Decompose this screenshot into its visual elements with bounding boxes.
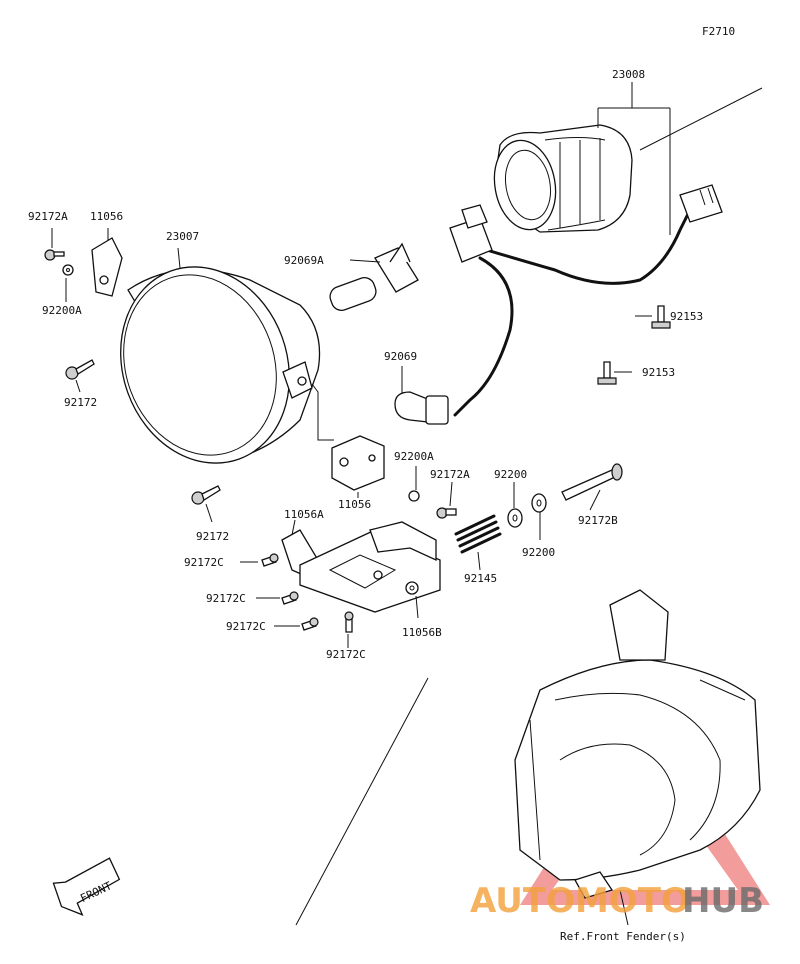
label-92200A-left: 92200A <box>42 304 82 317</box>
bolt-92153-b <box>597 361 617 385</box>
bracket-11056B <box>405 581 419 595</box>
front-direction-arrow: FRONT <box>52 857 121 916</box>
headlight-23007 <box>120 266 321 464</box>
screw-92172-mid <box>191 485 221 505</box>
screw-92172C-d <box>344 611 354 633</box>
screw-92172C-b <box>281 591 299 605</box>
label-92172C-d: 92172C <box>326 648 366 661</box>
washer-92200A-left <box>62 264 74 276</box>
label-92172B: 92172B <box>578 514 618 527</box>
ref-front-fender-note: Ref.Front Fender(s) <box>560 930 686 943</box>
screw-92172A-top <box>44 249 65 261</box>
watermark-text-hub: HUB <box>682 881 764 921</box>
watermark-text: AUTOMOTO HUB <box>470 881 764 921</box>
bolt-92172B <box>561 463 623 501</box>
bolt-92153-a <box>651 305 671 329</box>
label-92153-a: 92153 <box>670 310 703 323</box>
label-92172C-b: 92172C <box>206 592 246 605</box>
label-92200A-mid: 92200A <box>394 450 434 463</box>
label-11056A: 11056A <box>284 508 324 521</box>
label-23007: 23007 <box>166 230 199 243</box>
wire-harness <box>449 184 723 417</box>
bulb-92069 <box>394 391 449 425</box>
label-11056B: 11056B <box>402 626 442 639</box>
label-11056-mid: 11056 <box>338 498 371 511</box>
figure-id: F2710 <box>702 25 735 38</box>
label-92145: 92145 <box>464 572 497 585</box>
bulb-92069A <box>329 242 419 311</box>
label-92069A: 92069A <box>284 254 324 267</box>
bracket-11056-top <box>91 237 123 297</box>
bracket-assembly-11056A <box>281 521 441 613</box>
label-92069: 92069 <box>384 350 417 363</box>
leader-lines <box>51 82 763 926</box>
spring-92145 <box>454 514 502 554</box>
label-92172-mid: 92172 <box>196 530 229 543</box>
label-11056-top: 11056 <box>90 210 123 223</box>
label-92153-b: 92153 <box>642 366 675 379</box>
label-92200-b: 92200 <box>522 546 555 559</box>
label-92200-a: 92200 <box>494 468 527 481</box>
label-92172C-c: 92172C <box>226 620 266 633</box>
label-23008: 23008 <box>612 68 645 81</box>
label-92172-left: 92172 <box>64 396 97 409</box>
watermark-text-automoto: AUTOMOTO <box>470 881 690 921</box>
screw-92172C-a <box>261 553 279 567</box>
bracket-11056-mid <box>331 435 385 491</box>
washer-92200-b <box>531 493 547 513</box>
label-92172A-mid: 92172A <box>430 468 470 481</box>
washer-92200-a <box>507 508 523 528</box>
screw-92172C-c <box>301 617 319 631</box>
screw-92172-left <box>65 359 95 380</box>
washer-92200A-mid <box>408 490 420 502</box>
front-fender-reference <box>514 589 761 899</box>
screw-92172A-mid <box>436 507 457 519</box>
housing-23008 <box>493 124 633 233</box>
label-92172C-a: 92172C <box>184 556 224 569</box>
label-92172A-top: 92172A <box>28 210 68 223</box>
